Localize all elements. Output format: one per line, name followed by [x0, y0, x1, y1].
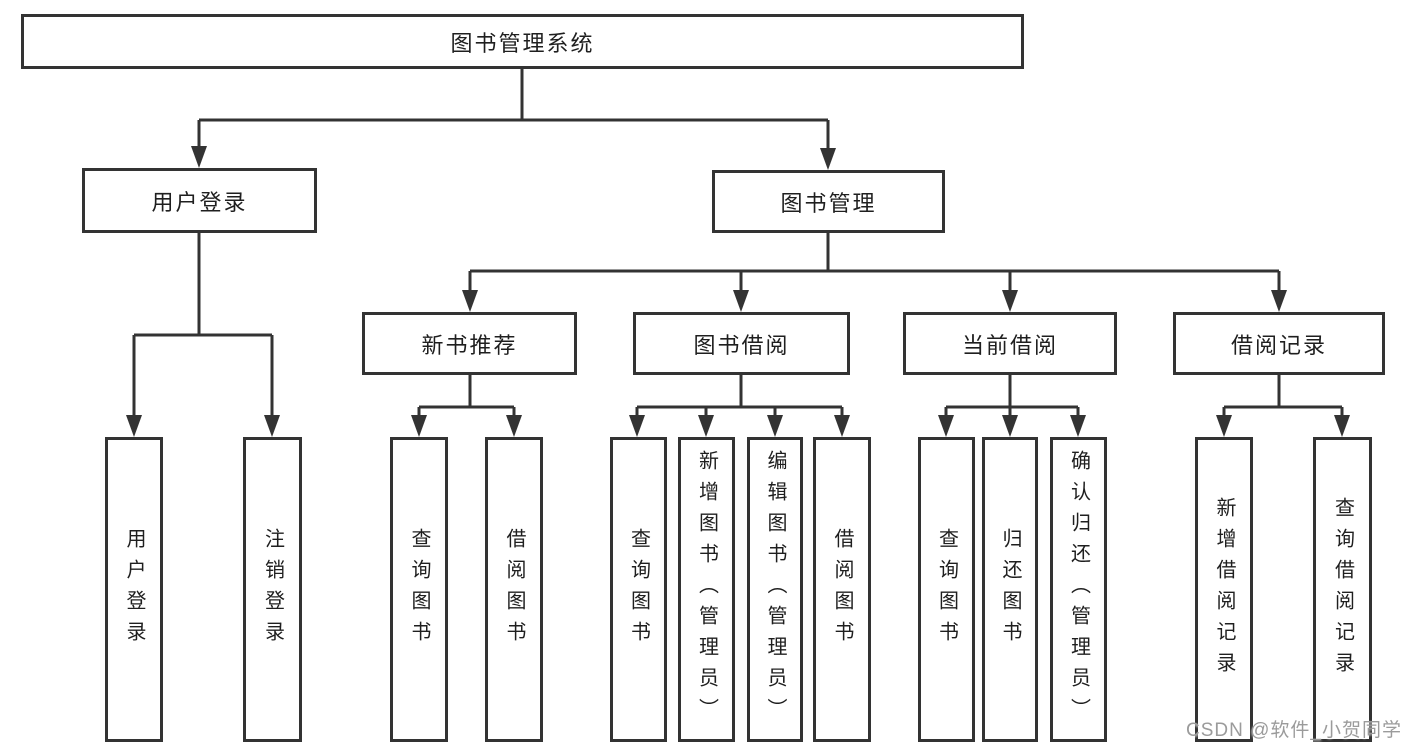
arrow-down-icon: [698, 415, 714, 437]
arrow-down-icon: [629, 415, 645, 437]
leaf-query-books-recommend: 查询图书: [390, 437, 448, 742]
leaf-borrow-books-borrowing-label: 借阅图书: [831, 527, 853, 652]
node-borrowing-records: 借阅记录: [1173, 312, 1385, 375]
connector-new-book-to-leaves: [411, 375, 522, 437]
arrow-down-icon: [1002, 415, 1018, 437]
leaf-query-books-current-label: 查询图书: [935, 527, 958, 652]
leaf-confirm-return-admin-label: 确认归还（管理员）: [1067, 450, 1090, 729]
arrow-down-icon: [126, 415, 142, 437]
node-book-management-label: 图书管理: [780, 190, 877, 216]
arrow-down-icon: [1271, 290, 1287, 312]
connector-book-borrow-to-leaves: [629, 375, 850, 437]
leaf-query-borrow-record-label: 查询借阅记录: [1331, 496, 1354, 683]
node-new-book-recommendation: 新书推荐: [362, 312, 577, 375]
node-user-login-label: 用户登录: [151, 189, 248, 215]
leaf-query-books-current: 查询图书: [918, 437, 975, 742]
node-book-management: 图书管理: [712, 170, 945, 233]
leaf-query-books-borrowing-label: 查询图书: [627, 527, 650, 652]
arrow-down-icon: [1216, 415, 1232, 437]
leaf-borrow-books-recommend-label: 借阅图书: [503, 527, 525, 652]
node-user-login: 用户登录: [82, 168, 317, 233]
node-book-borrowing-label: 图书借阅: [693, 332, 790, 358]
leaf-query-borrow-record: 查询借阅记录: [1313, 437, 1372, 742]
arrow-down-icon: [733, 290, 749, 312]
leaf-borrow-books-borrowing: 借阅图书: [813, 437, 871, 742]
arrow-down-icon: [767, 415, 783, 437]
arrow-down-icon: [834, 415, 850, 437]
node-library-system-label: 图书管理系统: [450, 30, 595, 56]
leaf-borrow-books-recommend: 借阅图书: [485, 437, 543, 742]
leaf-add-books-admin-label: 新增图书（管理员）: [695, 450, 718, 729]
arrow-down-icon: [1070, 415, 1086, 437]
arrow-down-icon: [1334, 415, 1350, 437]
leaf-logout-label: 注销登录: [261, 527, 284, 652]
leaf-edit-books-admin: 编辑图书（管理员）: [747, 437, 803, 742]
arrow-down-icon: [191, 146, 207, 168]
arrow-down-icon: [411, 415, 427, 437]
node-borrowing-records-label: 借阅记录: [1230, 332, 1327, 358]
arrow-down-icon: [1002, 290, 1018, 312]
leaf-query-books-recommend-label: 查询图书: [408, 527, 430, 652]
connector-book-mgmt-to-level2: [462, 233, 1287, 312]
arrow-down-icon: [506, 415, 522, 437]
node-library-system: 图书管理系统: [21, 14, 1024, 69]
leaf-user-login-label: 用户登录: [123, 527, 145, 652]
connector-borrow-rec-to-leaves: [1216, 375, 1350, 437]
leaf-confirm-return-admin: 确认归还（管理员）: [1050, 437, 1107, 742]
leaf-user-login: 用户登录: [105, 437, 163, 742]
node-book-borrowing: 图书借阅: [633, 312, 850, 375]
leaf-edit-books-admin-label: 编辑图书（管理员）: [764, 450, 786, 729]
leaf-return-books: 归还图书: [982, 437, 1038, 742]
leaf-query-books-borrowing: 查询图书: [610, 437, 667, 742]
watermark: CSDN @软件_小贺同学: [1186, 720, 1402, 741]
leaf-add-borrow-record: 新增借阅记录: [1195, 437, 1253, 742]
connector-user-login-to-leaves: [126, 233, 280, 437]
arrow-down-icon: [820, 148, 836, 170]
arrow-down-icon: [264, 415, 280, 437]
arrow-down-icon: [462, 290, 478, 312]
arrow-down-icon: [938, 415, 954, 437]
leaf-add-borrow-record-label: 新增借阅记录: [1213, 496, 1235, 683]
leaf-add-books-admin: 新增图书（管理员）: [678, 437, 735, 742]
leaf-logout: 注销登录: [243, 437, 302, 742]
node-new-book-recommendation-label: 新书推荐: [421, 332, 518, 358]
node-current-borrowing: 当前借阅: [903, 312, 1117, 375]
connector-cur-borrow-to-leaves: [938, 375, 1086, 437]
connector-root-to-level1: [191, 69, 836, 170]
leaf-return-books-label: 归还图书: [999, 527, 1021, 652]
node-current-borrowing-label: 当前借阅: [961, 332, 1058, 358]
